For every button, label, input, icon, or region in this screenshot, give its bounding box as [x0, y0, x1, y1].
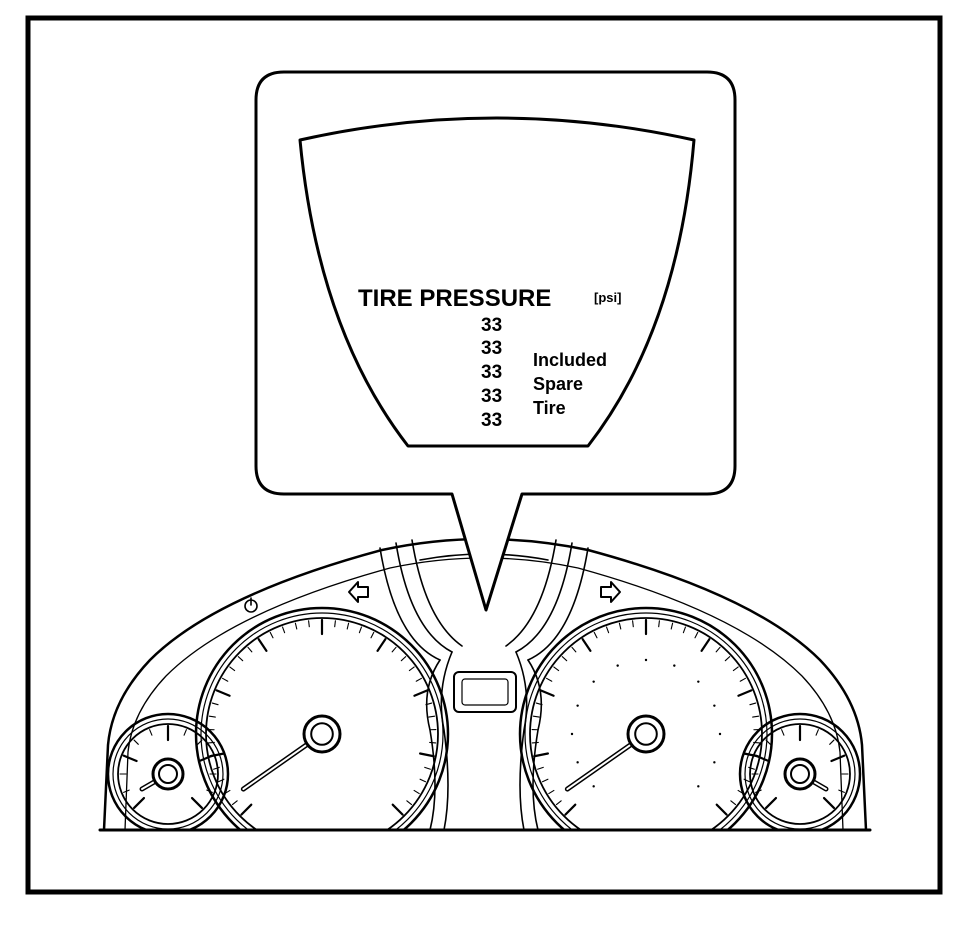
left-turn-signal-icon	[349, 582, 368, 602]
speedometer-gauge	[520, 608, 772, 860]
warning-lamp-icon	[245, 598, 257, 612]
fuel-gauge	[740, 714, 860, 834]
tire-reading-1: 33	[481, 315, 502, 336]
tire-reading-4: 33	[481, 386, 502, 407]
spare-note-line-3: Tire	[533, 398, 566, 418]
tire-reading-3: 33	[481, 362, 502, 383]
spare-note-line-2: Spare	[533, 374, 583, 394]
spare-note-line-1: Included	[533, 350, 607, 370]
display-title: TIRE PRESSURE	[358, 285, 551, 312]
center-indicator-window	[454, 672, 516, 712]
tire-reading-2: 33	[481, 338, 502, 359]
right-turn-signal-icon	[601, 582, 620, 602]
temperature-gauge	[108, 714, 228, 834]
tachometer-gauge	[196, 608, 448, 860]
tire-reading-spare: 33	[481, 410, 502, 431]
display-unit: [psi]	[594, 290, 621, 305]
